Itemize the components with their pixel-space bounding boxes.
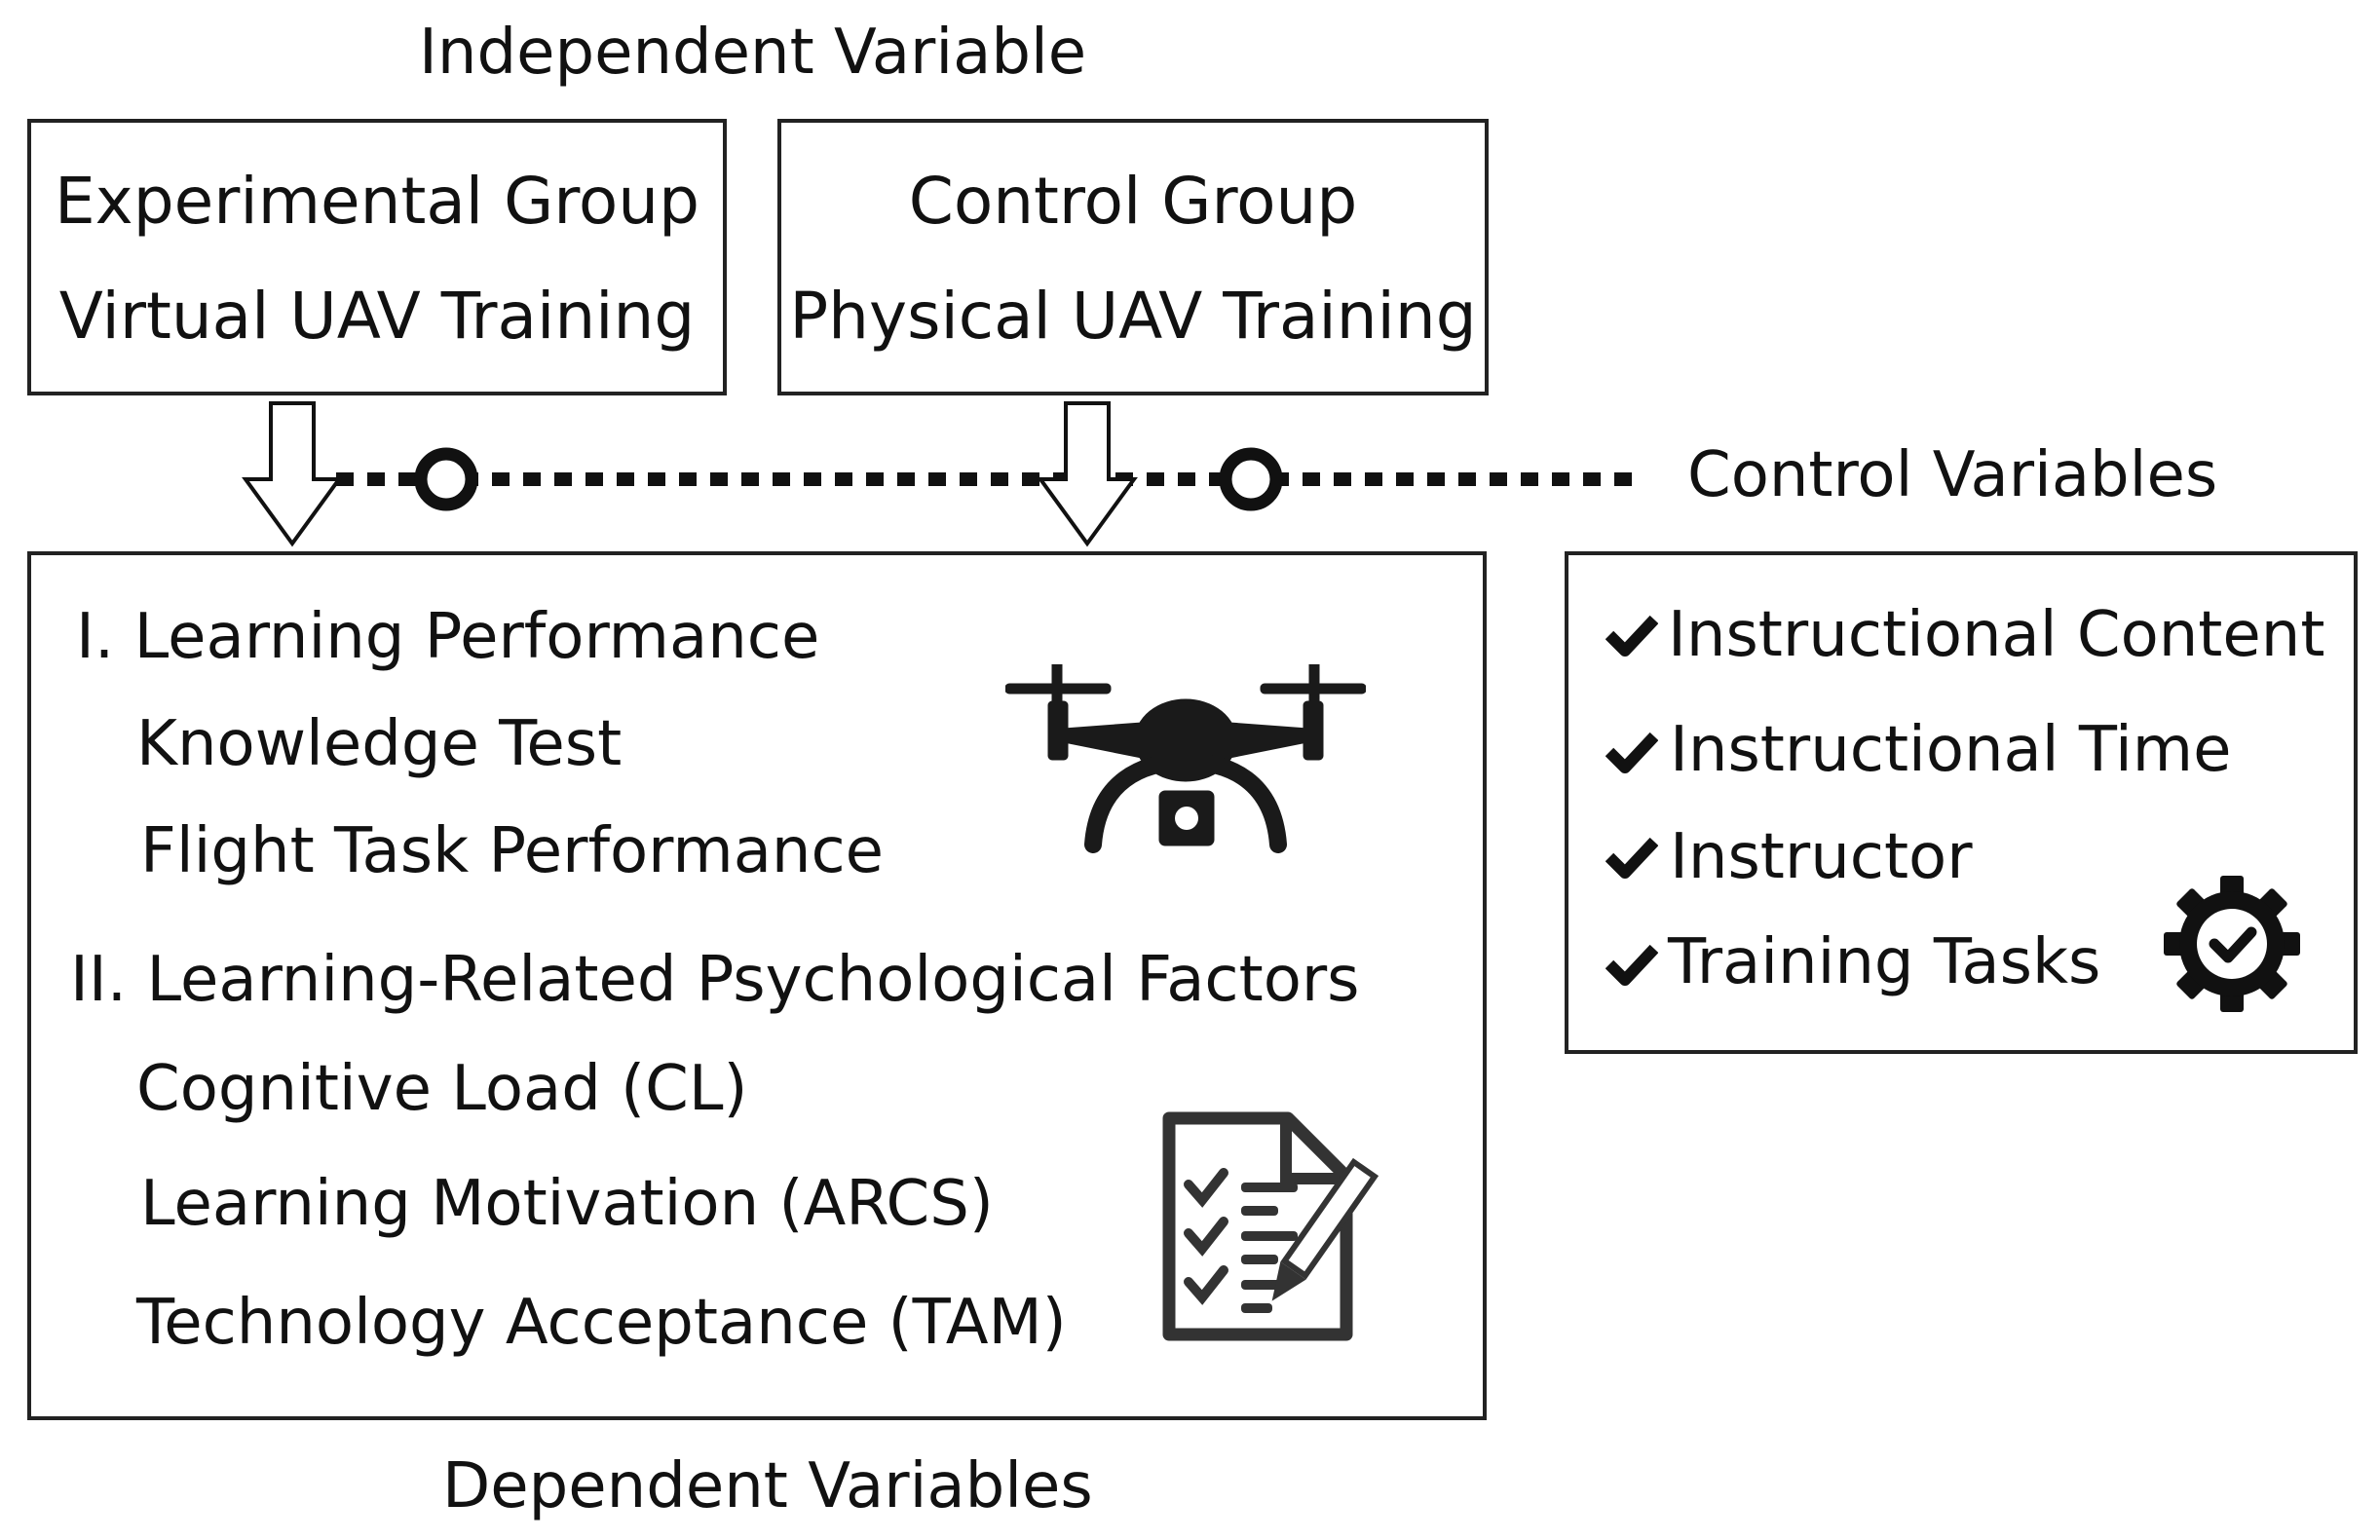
control-node-left [414, 447, 478, 511]
gear-check-icon [2164, 876, 2300, 1012]
experimental-group-box: Experimental Group Virtual UAV Training [27, 119, 727, 395]
section-learning-performance: I. Learning Performance [76, 601, 820, 673]
check-icon [1606, 944, 1658, 986]
section-psychological-factors: II. Learning-Related Psychological Facto… [70, 944, 1360, 1016]
item-technology-acceptance: Technology Acceptance (TAM) [136, 1287, 1067, 1359]
control-group-label: Control Group [908, 164, 1358, 239]
virtual-training-label: Virtual UAV Training [58, 279, 696, 354]
item-knowledge-test: Knowledge Test [136, 708, 623, 780]
control-instructor: Instructor [1670, 821, 1973, 893]
check-icon [1606, 732, 1658, 773]
down-arrow-control [1037, 401, 1138, 547]
control-instructional-content: Instructional Content [1668, 599, 2325, 671]
item-flight-task-performance: Flight Task Performance [140, 815, 885, 887]
control-variables-box: Instructional Content Instructional Time… [1565, 551, 2358, 1054]
control-node-right [1219, 447, 1283, 511]
checklist-icon [1162, 1111, 1379, 1341]
control-group-box: Control Group Physical UAV Training [777, 119, 1489, 395]
arrows-and-control-line [242, 401, 1642, 547]
drone-icon [1005, 664, 1366, 853]
control-training-tasks: Training Tasks [1668, 926, 2101, 998]
dependent-variables-box: I. Learning Performance Knowledge Test F… [27, 551, 1487, 1420]
physical-training-label: Physical UAV Training [789, 279, 1477, 354]
down-arrow-experimental [242, 401, 343, 547]
control-instructional-time: Instructional Time [1670, 714, 2232, 786]
dependent-variables-title: Dependent Variables [442, 1450, 1093, 1522]
check-icon [1606, 615, 1658, 657]
item-learning-motivation: Learning Motivation (ARCS) [140, 1168, 994, 1240]
control-variables-title: Control Variables [1687, 439, 2218, 511]
independent-variable-title: Independent Variable [419, 17, 1087, 89]
experimental-group-label: Experimental Group [54, 164, 700, 239]
item-cognitive-load: Cognitive Load (CL) [136, 1053, 748, 1125]
check-icon [1606, 837, 1658, 879]
